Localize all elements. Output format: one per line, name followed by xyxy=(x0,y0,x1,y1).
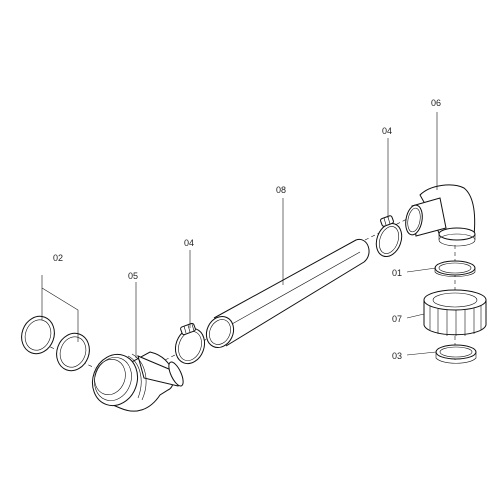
callout-06: 06 xyxy=(431,98,441,108)
o-ring-left-inner xyxy=(56,332,90,372)
hose-clamp-left xyxy=(174,322,206,365)
callout-08: 08 xyxy=(276,185,286,195)
flat-ring xyxy=(434,260,476,277)
callout-04-right: 04 xyxy=(382,126,392,136)
callout-02: 02 xyxy=(53,253,63,263)
callout-05: 05 xyxy=(128,271,138,281)
callout-07: 07 xyxy=(392,314,402,324)
hose-clamp-right xyxy=(375,215,403,257)
callout-01: 01 xyxy=(392,268,402,278)
callout-03: 03 xyxy=(392,351,402,361)
leader-lines xyxy=(41,112,438,358)
lower-ring xyxy=(435,344,477,364)
callout-04-left: 04 xyxy=(184,238,194,248)
o-ring-left-outer xyxy=(21,315,55,355)
elbow-fitting-upper xyxy=(405,184,476,247)
union-nut xyxy=(423,289,487,336)
elbow-fitting-lower xyxy=(91,351,184,412)
straight-pipe xyxy=(205,238,370,349)
